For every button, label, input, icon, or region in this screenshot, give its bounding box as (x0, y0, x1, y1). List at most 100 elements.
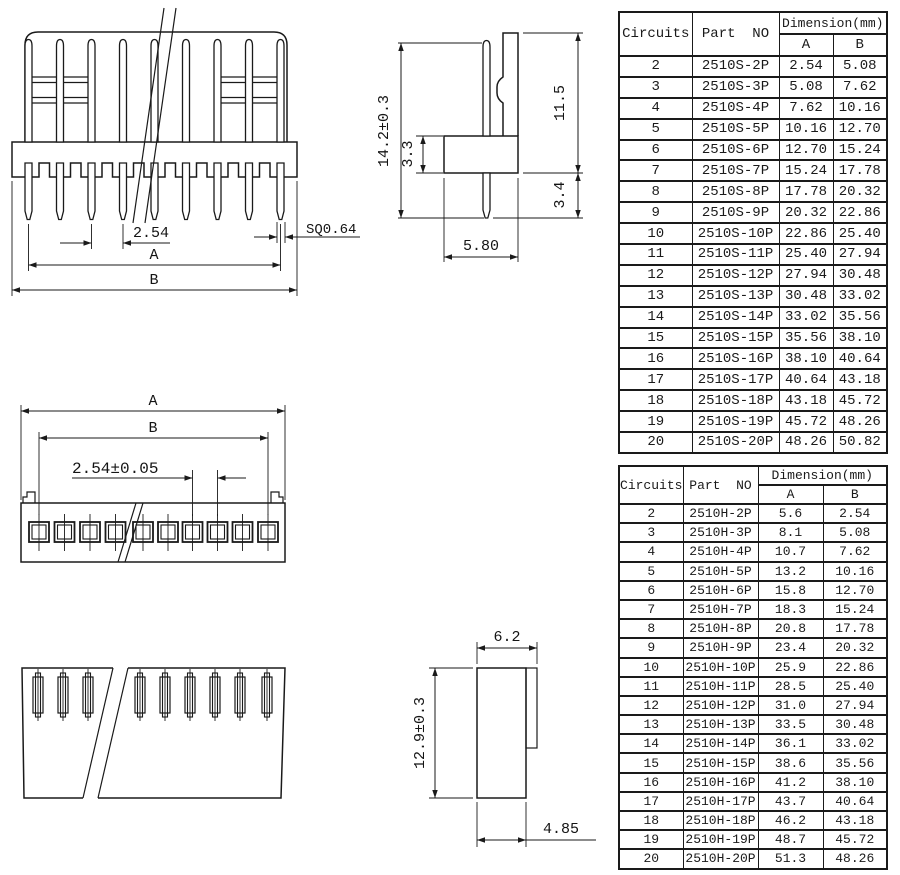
table-cell: 43.18 (832, 368, 888, 392)
table-cell: 43.7 (757, 790, 824, 813)
table-cell: 2510S-7P (691, 159, 780, 183)
table-cell: 43.18 (822, 809, 888, 832)
table-cell: 2510S-3P (691, 75, 780, 99)
table-cell: 19 (618, 410, 693, 434)
dim-pitch-label: 2.54 (133, 225, 169, 242)
housing-body (20, 502, 286, 563)
table-cell: 5.08 (822, 522, 888, 544)
drawing-header-side-view: 14.2±0.3 3.3 11.5 3.4 5.80 (376, 32, 583, 262)
table-cell: 3 (618, 75, 693, 99)
table-cell: 38.10 (778, 347, 834, 371)
break-lines (82, 667, 129, 799)
col-header-b: B (832, 33, 888, 57)
table-cell: 12.70 (832, 117, 888, 141)
table-cell: 45.72 (822, 829, 888, 851)
col-header-circuits: Circuits (618, 465, 684, 505)
table-cell: 28.5 (757, 675, 824, 697)
col-header-part-no: Part NO (691, 11, 780, 57)
table-cell: 2510H-12P (682, 694, 759, 717)
table-cell: 45.72 (832, 389, 888, 413)
table-cell: 22.86 (832, 201, 888, 225)
table-cell: 33.02 (822, 733, 888, 755)
table-cell: 17.78 (832, 159, 888, 183)
table-cell: 30.48 (778, 284, 834, 308)
table-cell: 8 (618, 618, 684, 640)
table-cell: 6 (618, 579, 684, 601)
table-cell: 7.62 (822, 541, 888, 563)
table-cell: 43.18 (778, 389, 834, 413)
table-cell: 33.02 (778, 305, 834, 329)
table-cell: 5.08 (778, 75, 834, 99)
dimensions-header-front: 2.54 A B SQ0.64 (11, 181, 360, 296)
table-cell: 2510S-4P (691, 96, 780, 120)
table-cell: 40.64 (832, 347, 888, 371)
col-header-b: B (822, 484, 888, 505)
table-cell: 15 (618, 326, 693, 350)
table-cell: 7.62 (832, 75, 888, 99)
table-cell: 2510H-9P (682, 637, 759, 659)
table-cell: 22.86 (822, 656, 888, 678)
table-cell: 10.16 (822, 560, 888, 582)
table-cell: 20.32 (778, 201, 834, 225)
table-cell: 5.08 (832, 55, 888, 78)
table-cell: 12.70 (822, 579, 888, 601)
table-cell: 2510H-5P (682, 560, 759, 582)
dim-total-height-label: 14.2±0.3 (376, 95, 393, 167)
table-cell: 18.3 (757, 598, 824, 621)
table-cell: 2510H-15P (682, 752, 759, 774)
table-cell: 2510S-14P (691, 305, 780, 329)
dim-base-width-label: 5.80 (463, 238, 499, 255)
side-wall (496, 32, 519, 136)
col-header-a: A (757, 484, 824, 505)
table-cell: 17 (618, 790, 684, 813)
table-cell: 48.7 (757, 829, 824, 851)
table-cell: 9 (618, 201, 693, 225)
table-cell: 7 (618, 159, 693, 183)
table-cell: 2.54 (778, 55, 834, 78)
table-cell: 25.40 (822, 675, 888, 697)
dimensions-housing-side: 6.2 12.9±0.3 4.85 (412, 629, 596, 847)
housing-latch-right (270, 491, 284, 503)
table-cell: 5.6 (757, 502, 824, 525)
table-cell: 4 (618, 541, 684, 563)
table-cell: 3 (618, 522, 684, 544)
table-cell: 27.94 (832, 243, 888, 266)
table-cell: 41.2 (757, 771, 824, 793)
dim-a-label: A (149, 247, 158, 264)
table-cell: 2510S-18P (691, 389, 780, 413)
side-base (443, 135, 519, 174)
col-header-dimension: Dimension(mm) (757, 465, 888, 486)
dim-upper-height-label: 11.5 (552, 85, 569, 121)
header-pins-top (24, 38, 285, 143)
table-cell: 36.1 (757, 733, 824, 755)
table-cell: 2510S-17P (691, 368, 780, 392)
table-cell: 8 (618, 180, 693, 204)
table-cell: 20 (618, 848, 684, 870)
table-cell: 20.32 (822, 637, 888, 659)
col-header-circuits: Circuits (618, 11, 693, 57)
table-cell: 2 (618, 502, 684, 525)
table-cell: 2510H-20P (682, 848, 759, 870)
